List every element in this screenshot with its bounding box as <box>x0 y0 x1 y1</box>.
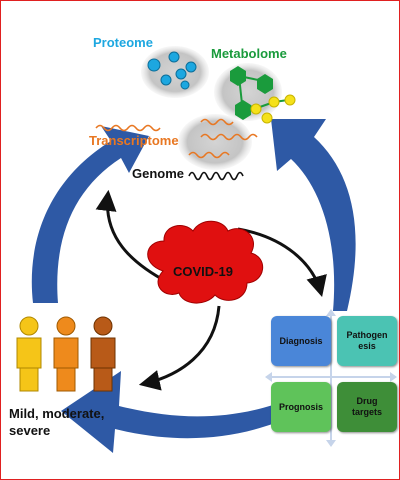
pathogenesis-label: Pathogen esis <box>346 330 388 351</box>
proteome-label: Proteome <box>93 35 153 50</box>
cycle-arrow-bottom <box>61 371 275 453</box>
pathogenesis-box: Pathogen esis <box>337 316 397 366</box>
drug-targets-box: Drug targets <box>337 382 397 432</box>
person-light-icon <box>16 316 42 392</box>
prognosis-box: Prognosis <box>271 382 331 432</box>
covid-label: COVID-19 <box>173 264 233 279</box>
transcript-strand <box>188 151 230 159</box>
arrow-to-severity <box>138 305 221 391</box>
transcriptome-label: Transcriptome <box>89 133 179 148</box>
cycle-arrow-right <box>271 119 356 311</box>
metabolome-node-hex <box>257 74 273 94</box>
protein-dot <box>168 51 180 63</box>
metabolome-node-hex <box>235 100 251 120</box>
metabolite-dot <box>250 103 262 115</box>
diagnosis-label: Diagnosis <box>279 335 323 346</box>
protein-dot <box>160 74 172 86</box>
diagnosis-box: Diagnosis <box>271 316 331 366</box>
covid-cloud <box>147 220 263 304</box>
protein-dot <box>180 80 190 90</box>
protein-dot <box>147 58 161 72</box>
protein-dot <box>185 61 197 73</box>
protein-dot <box>175 68 187 80</box>
genome-label: Genome <box>132 166 185 181</box>
arrow-to-omics <box>95 189 170 285</box>
metabolite-dot <box>261 112 273 124</box>
genome-squiggle <box>188 171 244 181</box>
prognosis-label: Prognosis <box>278 401 323 412</box>
severity-label-line1: Mild, moderate, <box>9 406 105 421</box>
metabolome-node-hex <box>230 66 246 86</box>
metabolite-dot <box>284 94 296 106</box>
metabolome-label: Metabolome <box>211 46 287 61</box>
transcript-strand <box>200 118 234 126</box>
metabolite-dot <box>268 96 280 108</box>
proteome-blob <box>141 46 209 98</box>
severity-label-line2: severe <box>9 423 51 438</box>
person-dark-icon <box>90 316 116 392</box>
arrow-to-clinical <box>237 227 327 298</box>
person-mid-icon <box>53 316 79 392</box>
cycle-arrow-left <box>31 126 150 303</box>
transcriptome-blob <box>178 114 252 170</box>
transcript-strand <box>95 124 161 132</box>
transcript-strand <box>200 133 258 141</box>
drug-targets-label: Drug targets <box>351 396 382 417</box>
